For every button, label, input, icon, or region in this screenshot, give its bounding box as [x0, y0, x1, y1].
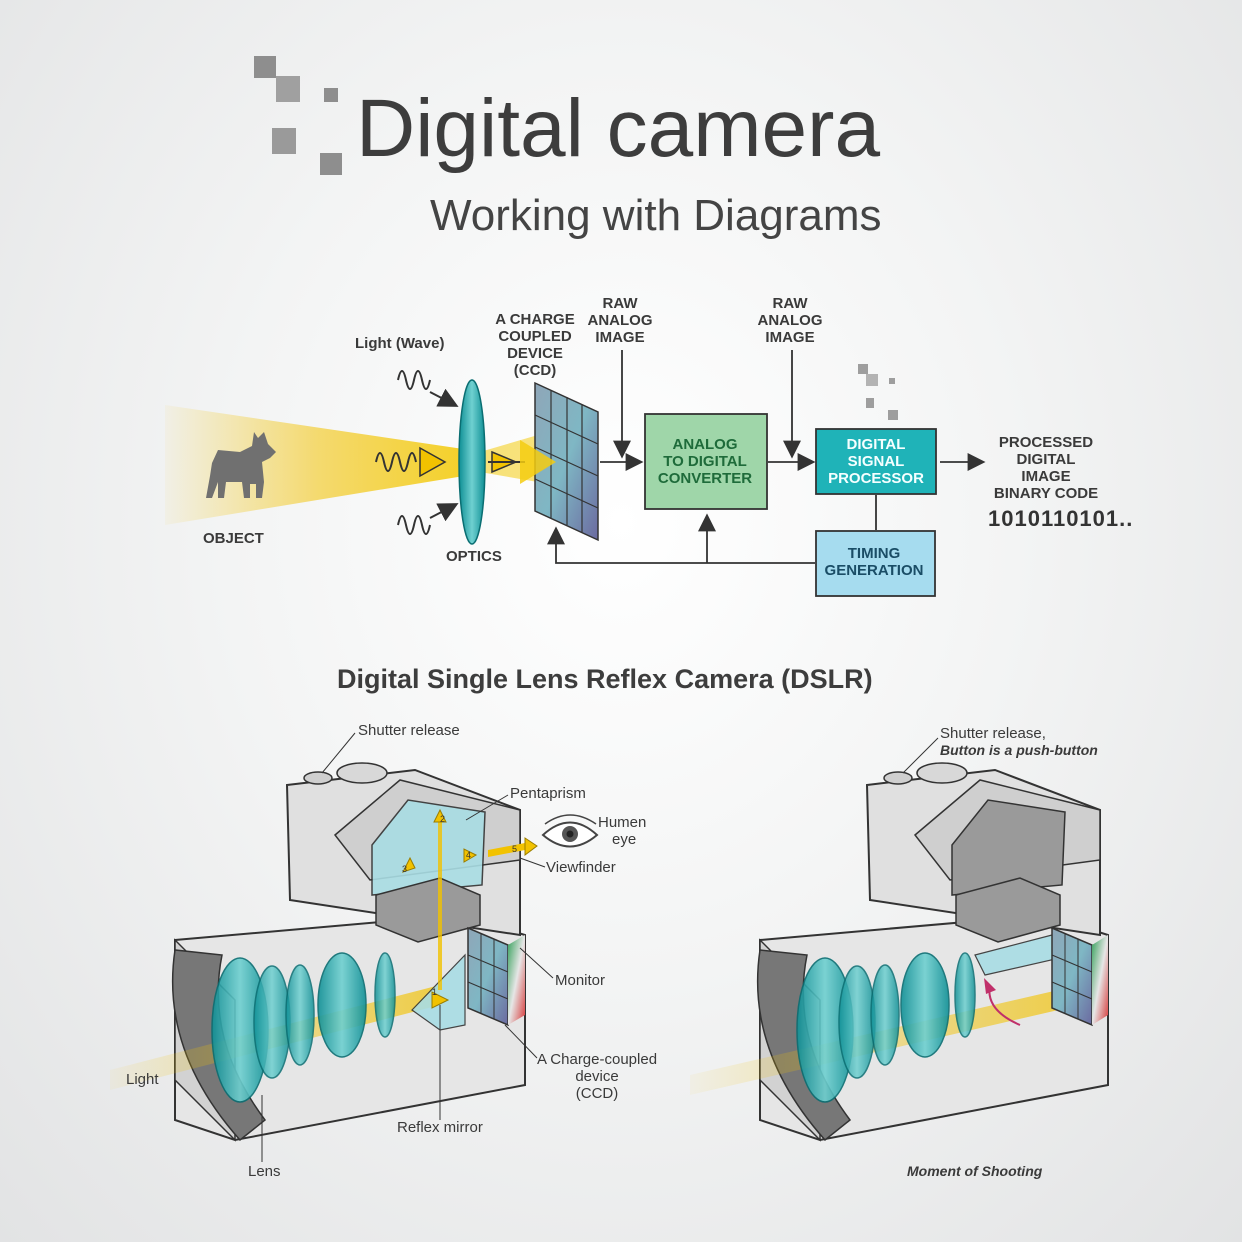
moment-of-shooting-label: Moment of Shooting: [907, 1163, 1043, 1179]
reflex-mirror-label: Reflex mirror: [397, 1119, 483, 1136]
path-number: 3: [402, 864, 407, 874]
viewfinder-label: Viewfinder: [546, 859, 616, 876]
dsp-label-line: SIGNAL: [848, 453, 905, 470]
dsp-box: [815, 428, 937, 495]
wave-icon-top: [397, 370, 459, 407]
arrow-icon-wave: [419, 446, 447, 478]
ccd-label-line: COUPLED: [498, 328, 572, 345]
ccd-device-line: A Charge-coupled: [537, 1051, 657, 1068]
output-label-line: DIGITAL: [1017, 451, 1076, 468]
adc-label-line: ANALOG: [673, 436, 738, 453]
dsp-label-line: PROCESSOR: [828, 470, 924, 487]
dsp-label: DIGITAL SIGNAL PROCESSOR: [828, 436, 924, 487]
ccd-label-line: A CHARGE: [495, 311, 574, 328]
dsp-label-line: DIGITAL: [847, 436, 906, 453]
raw-analog-line: ANALOG: [588, 312, 653, 329]
binary-code: 1010110101..: [988, 506, 1133, 531]
raw-analog-line: IMAGE: [765, 329, 814, 346]
wave-icon-bottom: [397, 503, 459, 535]
right-leader-line: [902, 737, 939, 774]
timing-label: TIMING GENERATION: [825, 545, 924, 579]
optics-lens-icon: [458, 379, 486, 545]
path-number-labels: 1 2 3 4 5: [402, 814, 517, 997]
logo-squares: [254, 56, 342, 175]
output-label-line: BINARY CODE: [994, 485, 1098, 502]
page-subtitle: Working with Diagrams: [430, 191, 882, 240]
raw-analog-line: RAW: [773, 295, 809, 312]
ccd-device-line: device: [575, 1068, 618, 1085]
monitor-label: Monitor: [555, 972, 605, 989]
output-label: PROCESSED DIGITAL IMAGE BINARY CODE: [994, 434, 1098, 502]
ccd-device-label: A Charge-coupled device (CCD): [537, 1051, 657, 1102]
path-number: 4: [466, 850, 471, 860]
output-label-line: PROCESSED: [999, 434, 1093, 451]
flow-arrows: [547, 350, 986, 564]
ccd-label-line: (CCD): [514, 362, 557, 379]
right-shutter-release-label: Shutter release,: [940, 725, 1046, 742]
adc-box: [644, 413, 768, 510]
raw-analog-line: IMAGE: [595, 329, 644, 346]
human-eye-label: eye: [612, 831, 636, 848]
right-camera-illustration: [690, 762, 1109, 1142]
timing-label-line: GENERATION: [825, 562, 924, 579]
timing-box: [815, 530, 936, 597]
raw-analog-label-1: RAW ANALOG IMAGE: [588, 295, 653, 346]
output-label-line: IMAGE: [1021, 468, 1070, 485]
human-eye-label: Humen: [598, 814, 646, 831]
adc-label: ANALOG TO DIGITAL CONVERTER: [658, 436, 752, 487]
ccd-device-line: (CCD): [576, 1085, 619, 1102]
arrow-icon-ccd: [520, 440, 556, 484]
raw-analog-line: ANALOG: [758, 312, 823, 329]
path-number: 2: [440, 814, 445, 824]
light-wave-label: Light (Wave): [355, 335, 444, 352]
adc-label-line: TO DIGITAL: [663, 453, 747, 470]
pentaprism-label: Pentaprism: [510, 785, 586, 802]
adc-label-line: CONVERTER: [658, 470, 752, 487]
path-number: 5: [512, 844, 517, 854]
object-label: OBJECT: [203, 530, 264, 547]
ccd-sensor-icon: [534, 381, 599, 542]
lens-label: Lens: [248, 1163, 281, 1180]
pixel-squares-icon: [858, 364, 898, 420]
timing-label-line: TIMING: [848, 545, 901, 562]
ccd-label-line: DEVICE: [507, 345, 563, 362]
light-label: Light: [126, 1071, 159, 1088]
ccd-label: A CHARGE COUPLED DEVICE (CCD): [495, 311, 574, 379]
light-beam: [165, 405, 470, 525]
page-title: Digital camera: [356, 83, 880, 174]
dslr-heading: Digital Single Lens Reflex Camera (DSLR): [337, 664, 873, 694]
shutter-release-label: Shutter release: [358, 722, 460, 739]
optics-label: OPTICS: [446, 548, 502, 565]
raw-analog-label-2: RAW ANALOG IMAGE: [758, 295, 823, 346]
path-number: 1: [432, 987, 437, 997]
left-leader-lines: [261, 732, 554, 1162]
raw-analog-line: RAW: [603, 295, 639, 312]
push-button-label: Button is a push-button: [940, 742, 1098, 758]
eye-icon: [541, 814, 599, 848]
wave-icon-middle: [375, 452, 417, 472]
left-camera-illustration: 1 2 3 4 5: [110, 762, 538, 1142]
dog-icon: [206, 432, 276, 498]
